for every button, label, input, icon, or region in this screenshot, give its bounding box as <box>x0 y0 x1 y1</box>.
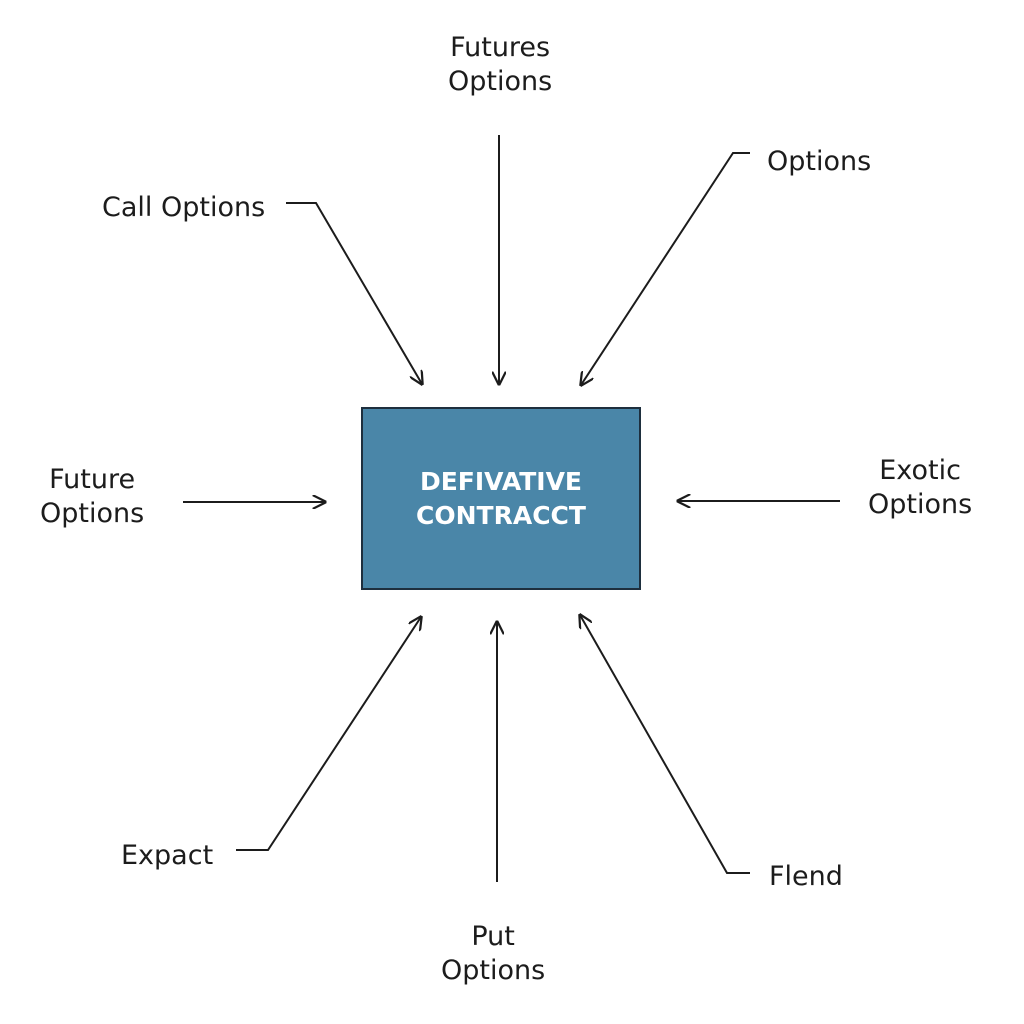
center-label-line-2: CONTRACCT <box>416 500 586 530</box>
arrow-flend <box>580 615 750 874</box>
node-expact: Expact <box>121 839 213 873</box>
node-future-options-line-1: Future <box>49 464 136 495</box>
node-exotic-options-line-1: Exotic <box>879 455 961 486</box>
node-expact-line-1: Expact <box>121 840 214 871</box>
node-put-options: Put Options <box>441 920 545 988</box>
node-options: Options <box>767 145 871 179</box>
node-exotic-options: Exotic Options <box>868 454 972 522</box>
node-futures-options-line-2: Options <box>448 66 553 97</box>
node-exotic-options-line-2: Options <box>868 489 973 520</box>
center-label-line-1: DEFIVATIVE <box>419 466 583 496</box>
node-call-options-line-1: Call Options <box>102 192 266 223</box>
node-flend-line-1: Flend <box>769 861 843 892</box>
center-node: DEFIVATIVE CONTRACCT <box>361 407 641 590</box>
node-call-options: Call Options <box>102 191 265 225</box>
node-futures-options-line-1: Futures <box>450 32 551 63</box>
node-future-options-line-2: Options <box>40 498 145 529</box>
node-put-options-line-1: Put <box>471 921 515 952</box>
node-options-line-1: Options <box>767 146 872 177</box>
center-node-label: DEFIVATIVE CONTRACCT <box>416 465 586 533</box>
node-futures-options: Futures Options <box>448 31 552 99</box>
arrow-call-options <box>286 202 422 384</box>
node-future-options: Future Options <box>40 463 144 531</box>
arrow-options <box>581 152 750 385</box>
node-put-options-line-2: Options <box>441 955 546 986</box>
arrow-expact <box>236 617 421 851</box>
node-flend: Flend <box>769 860 843 894</box>
